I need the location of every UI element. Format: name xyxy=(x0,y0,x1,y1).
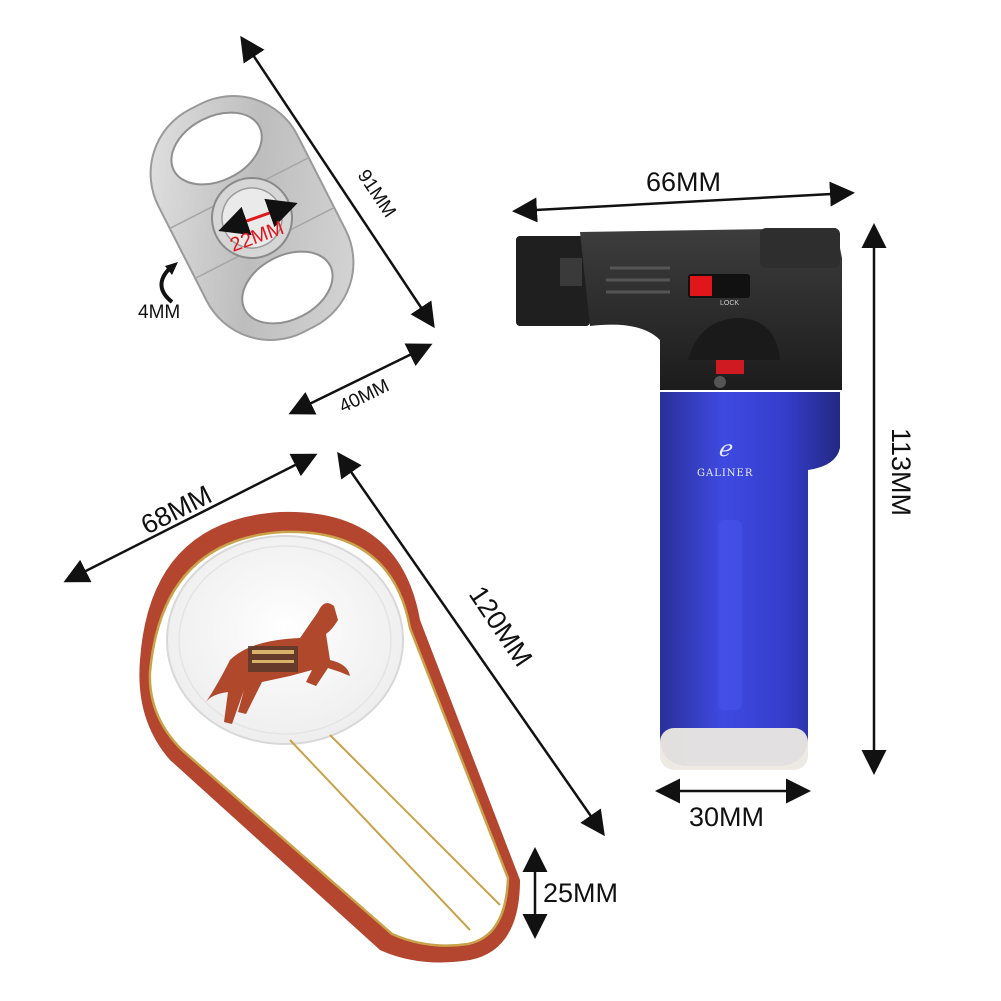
horse-illustration xyxy=(206,603,350,724)
ashtray-length-arrow xyxy=(337,451,605,837)
lighter-height-label: 113MM xyxy=(886,428,916,516)
lock-label: LOCK xyxy=(720,300,739,307)
ashtray-length-label: 120MM xyxy=(463,581,538,672)
torch-lighter: LOCK ℯ GALINER xyxy=(516,228,842,770)
ceramic-ashtray xyxy=(139,511,520,963)
thickness-curve-arrow xyxy=(159,266,174,304)
lock-switch xyxy=(690,276,712,296)
cutter-thickness-label: 4MM xyxy=(138,302,180,323)
cutter-length-label: 91MM xyxy=(353,166,400,222)
lighter-width-label: 66MM xyxy=(646,167,721,197)
lighter-brand: GALINER xyxy=(697,468,753,479)
ashtray-width-arrow xyxy=(63,453,318,583)
ashtray-height-label: 25MM xyxy=(543,878,618,908)
brand-logo-mark: ℯ xyxy=(718,437,733,462)
cutter-width-label: 40MM xyxy=(336,375,393,417)
ashtray-width-label: 68MM xyxy=(136,480,216,541)
lighter-width-arrow xyxy=(512,181,855,223)
thickness-curve-arrow-head xyxy=(165,262,178,275)
cutter-width-arrow xyxy=(288,343,433,415)
lighter-base-label: 30MM xyxy=(689,802,764,832)
cutter-length-arrow xyxy=(240,35,435,329)
